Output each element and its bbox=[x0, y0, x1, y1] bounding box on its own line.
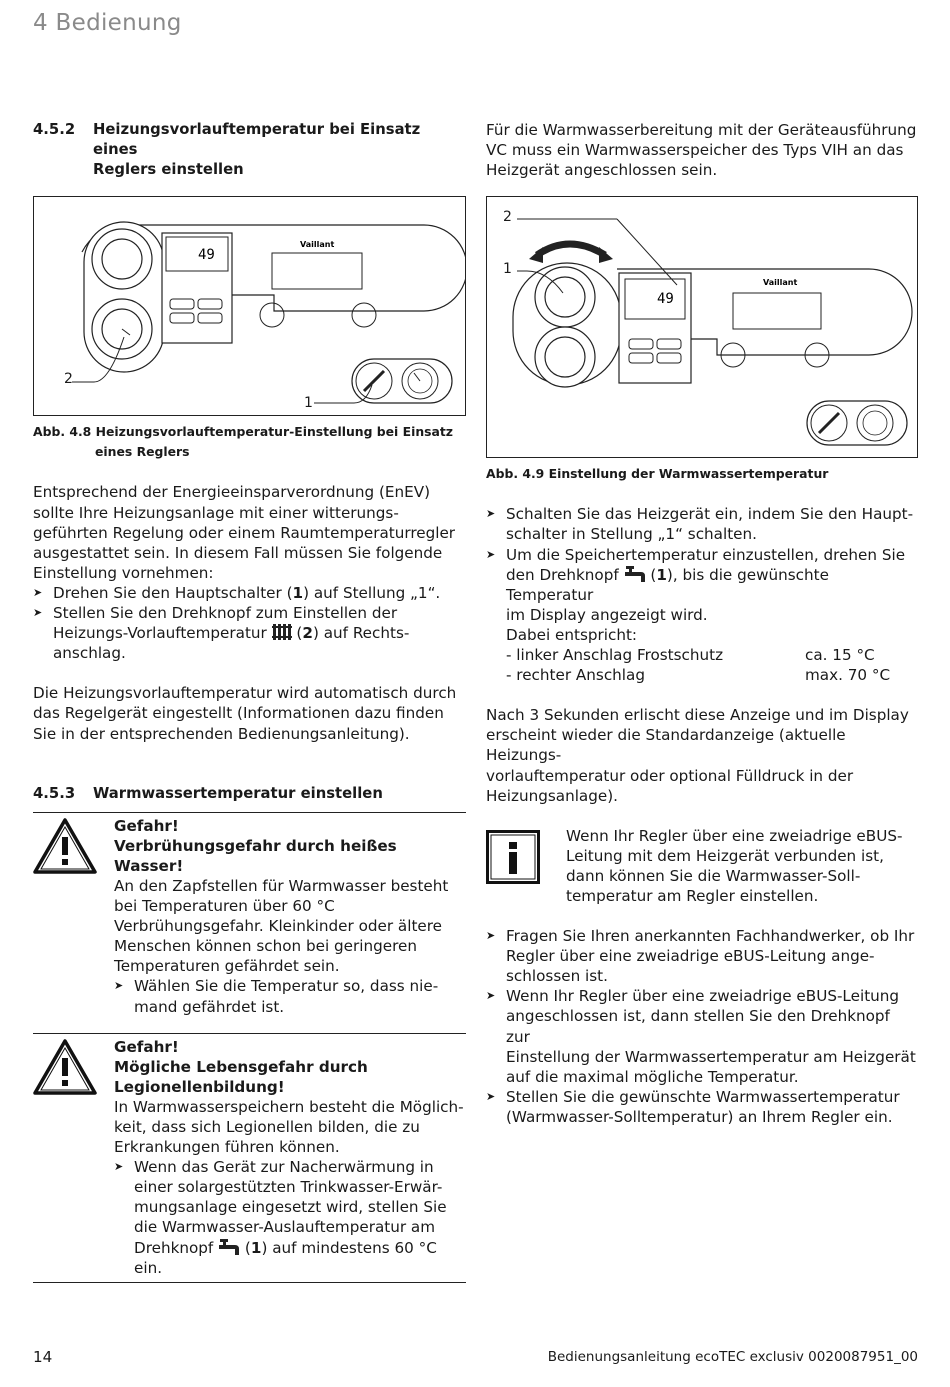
step-storage-temperature: Um die Speichertemperatur einzustellen, … bbox=[486, 545, 918, 645]
section-4-5-2-heading: 4.5.2 Heizungsvorlauftemperatur bei Eins… bbox=[33, 120, 466, 180]
display-paragraph: Nach 3 Sekunden erlischt diese Anzeige u… bbox=[486, 706, 909, 805]
warning-step: Wählen Sie die Temperatur so, dass nie-m… bbox=[114, 976, 466, 1016]
chapter-heading: 4 Bedienung bbox=[33, 10, 182, 36]
figure-label-1: 1 bbox=[304, 395, 313, 412]
document-title: Bedienungsanleitung ecoTEC exclusiv 0020… bbox=[547, 1349, 918, 1365]
step-flow-temperature: Stellen Sie den Drehknopf zum Einstellen… bbox=[33, 603, 466, 663]
section-end-rule bbox=[33, 1281, 466, 1283]
enev-paragraph: Entsprechend der Energieeinsparverordnun… bbox=[33, 483, 456, 582]
right-step-list: Schalten Sie das Heizgerät ein, indem Si… bbox=[486, 504, 918, 645]
auto-regulation-paragraph: Die Heizungsvorlauftemperatur wird autom… bbox=[33, 684, 457, 743]
figure-4-9: 49 Vaillant 2 1 bbox=[486, 196, 918, 459]
warning-subhead: Verbrühungsgefahr durch heißes Wasser! bbox=[114, 836, 397, 875]
figure-4-9-caption: Abb. 4.9 Einstellung der Warmwassertempe… bbox=[486, 466, 829, 482]
tap-icon bbox=[624, 565, 645, 582]
section-title-line2: Reglers einstellen bbox=[93, 161, 244, 179]
step-ask-installer: Fragen Sie Ihren anerkannten Fachhandwer… bbox=[486, 926, 918, 986]
warning-triangle-icon bbox=[33, 1038, 97, 1095]
info-icon bbox=[486, 829, 540, 884]
figure-label-1: 1 bbox=[503, 261, 512, 278]
page-number: 14 bbox=[33, 1348, 53, 1366]
display-digits: 49 bbox=[198, 247, 215, 263]
info-note: Wenn Ihr Regler über eine zweiadrige eBU… bbox=[486, 826, 918, 906]
figure-4-8-caption: Abb. 4.8 Heizungsvorlauftemperatur-Einst… bbox=[33, 424, 454, 460]
step-set-max: Wenn Ihr Regler über eine zweiadrige eBU… bbox=[486, 986, 918, 1086]
section-title-line1: Heizungsvorlauftemperatur bei Einsatz ei… bbox=[93, 121, 421, 159]
figure-4-8: 49 Vaillant 2 1 bbox=[33, 196, 468, 417]
step-switch-on: Schalten Sie das Heizgerät ein, indem Si… bbox=[486, 504, 918, 544]
left-column: 4.5.2 Heizungsvorlauftemperatur bei Eins… bbox=[33, 120, 468, 1283]
ebus-step-list: Fragen Sie Ihren anerkannten Fachhandwer… bbox=[486, 926, 918, 1127]
boiler-panel-illustration: 49 Vaillant bbox=[72, 221, 468, 404]
step-set-on-controller: Stellen Sie die gewünschte Warmwassertem… bbox=[486, 1087, 918, 1127]
intro-paragraph: Für die Warmwasserbereitung mit der Gerä… bbox=[486, 121, 917, 180]
warning-step: Wenn das Gerät zur Nacherwärmung in eine… bbox=[114, 1157, 466, 1278]
warning-legionella: Gefahr! Mögliche Lebensgefahr durch Legi… bbox=[33, 1032, 466, 1278]
left-step-list: Drehen Sie den Hauptschalter (1) auf Ste… bbox=[33, 583, 466, 663]
boiler-panel-illustration: 49 Vaillant bbox=[512, 218, 913, 446]
display-digits: 49 bbox=[657, 291, 674, 307]
radiator-icon bbox=[271, 624, 292, 641]
brand-logo: Vaillant bbox=[300, 240, 334, 249]
warning-triangle-icon bbox=[33, 817, 97, 874]
section-4-5-3-heading: 4.5.3 Warmwassertemperatur einstellen bbox=[33, 784, 383, 802]
brand-logo: Vaillant bbox=[763, 278, 797, 287]
figure-label-2: 2 bbox=[503, 209, 512, 226]
warning-head: Gefahr! bbox=[114, 816, 179, 835]
step-main-switch: Drehen Sie den Hauptschalter (1) auf Ste… bbox=[33, 583, 466, 603]
tap-icon bbox=[219, 1238, 240, 1255]
right-column: Für die Warmwasserbereitung mit der Gerä… bbox=[486, 120, 918, 1127]
figure-label-2: 2 bbox=[64, 371, 73, 388]
warning-scalding: Gefahr! Verbrühungsgefahr durch heißes W… bbox=[33, 811, 466, 1017]
section-number: 4.5.2 bbox=[33, 121, 76, 138]
